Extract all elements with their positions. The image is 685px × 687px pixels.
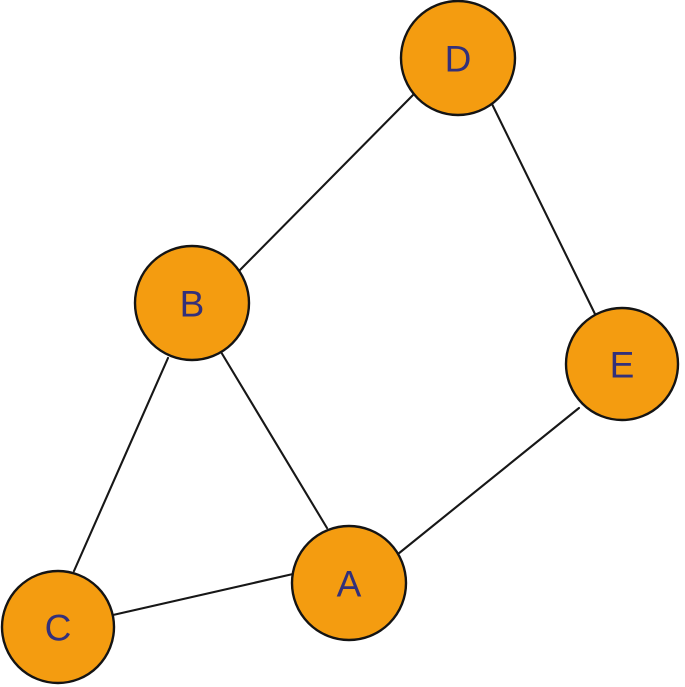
graph-edge-b-c[interactable]: [72, 356, 170, 573]
edge-layer: [72, 92, 597, 617]
graph-node-label-b: B: [180, 284, 205, 325]
graph-edge-c-a[interactable]: [111, 572, 295, 617]
graph-node-circle-c[interactable]: [0, 569, 116, 685]
graph-node-circle-d[interactable]: [399, 0, 517, 117]
graph-node-label-e: E: [610, 345, 635, 386]
graph-node-b[interactable]: B: [133, 244, 251, 362]
graph-node-label-d: D: [445, 39, 472, 80]
graph-node-e[interactable]: E: [564, 306, 680, 422]
graph-node-circle-e[interactable]: [564, 306, 680, 422]
graph-node-c[interactable]: C: [0, 569, 116, 685]
graph-edge-b-d[interactable]: [237, 92, 416, 273]
graph-node-circle-b[interactable]: [133, 244, 251, 362]
graph-node-label-c: C: [45, 608, 72, 649]
graph-edge-a-e[interactable]: [396, 406, 581, 556]
graph-node-d[interactable]: D: [399, 0, 517, 117]
graph-edge-b-a[interactable]: [219, 350, 329, 530]
graph-node-label-a: A: [337, 564, 362, 605]
graph-node-circle-a[interactable]: [290, 524, 408, 642]
graph-edge-d-e[interactable]: [490, 102, 597, 316]
graph-node-a[interactable]: A: [290, 524, 408, 642]
